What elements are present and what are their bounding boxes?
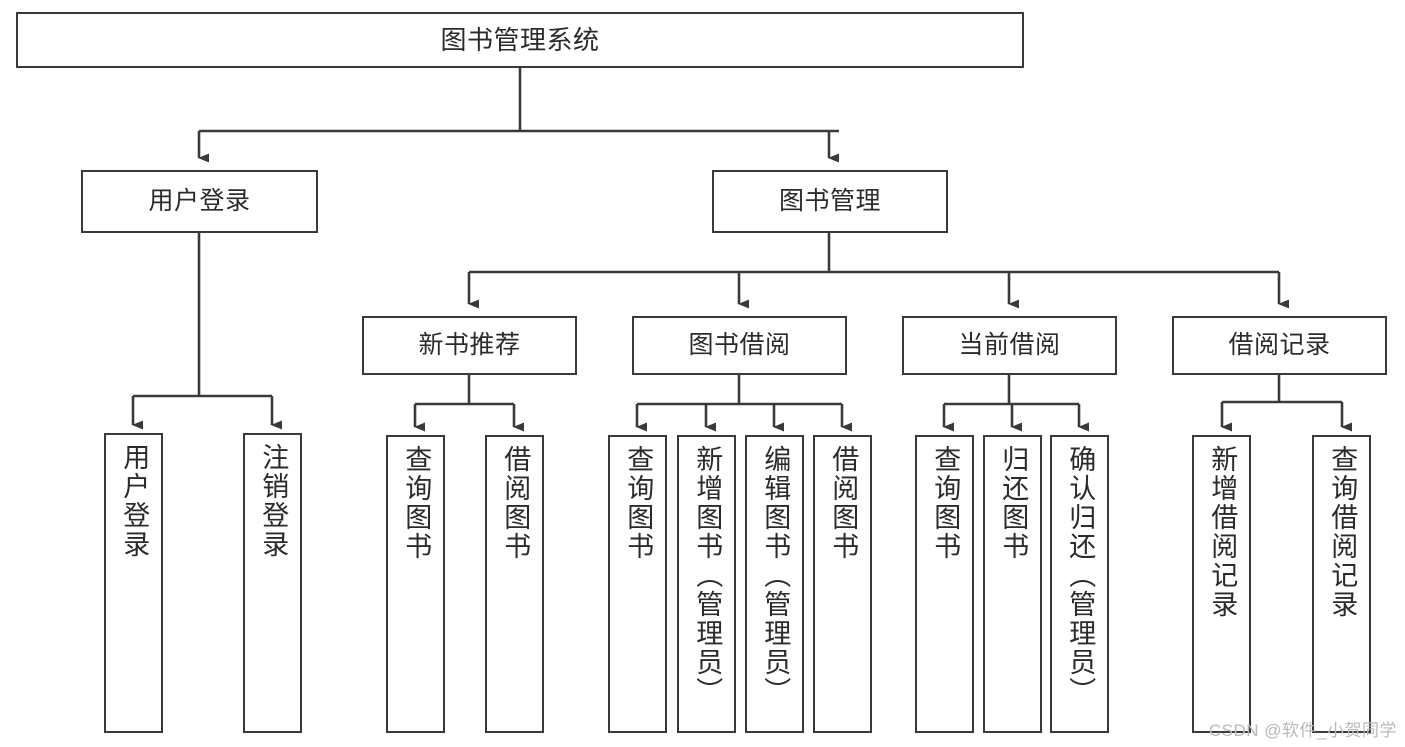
node-root[interactable]: 图书管理系统 — [16, 12, 1024, 68]
node-book-manage-label: 图书管理 — [778, 187, 881, 215]
node-current-borrow-label: 当前借阅 — [958, 331, 1061, 359]
node-borrow-record[interactable]: 借阅记录 — [1172, 316, 1387, 375]
node-book-manage[interactable]: 图书管理 — [712, 170, 948, 233]
node-new-book-recommend-label: 新书推荐 — [418, 331, 521, 359]
node-borrow-record-label: 借阅记录 — [1228, 331, 1331, 359]
leaf-add-record-label: 新增借阅记录 — [1207, 445, 1238, 619]
leaf-query-book-2-label: 查询图书 — [623, 445, 654, 561]
node-user-login[interactable]: 用户登录 — [81, 170, 318, 233]
leaf-add-book[interactable]: 新增图书（管理员） — [677, 435, 736, 733]
leaf-query-record-label: 查询借阅记录 — [1327, 445, 1358, 619]
leaf-user-login[interactable]: 用户登录 — [104, 433, 163, 733]
leaf-borrow-book-1[interactable]: 借阅图书 — [485, 435, 544, 733]
leaf-confirm-return[interactable]: 确认归还（管理员） — [1050, 435, 1109, 733]
node-user-login-label: 用户登录 — [148, 187, 251, 215]
leaf-confirm-return-label: 确认归还（管理员） — [1065, 445, 1096, 706]
leaf-user-login-label: 用户登录 — [119, 443, 150, 559]
leaf-query-book-1-label: 查询图书 — [401, 445, 432, 561]
watermark: CSDN @软件_小贺同学 — [1208, 721, 1397, 740]
leaf-query-book-3-label: 查询图书 — [930, 445, 961, 561]
leaf-borrow-book-1-label: 借阅图书 — [500, 445, 531, 561]
leaf-return-book[interactable]: 归还图书 — [983, 435, 1042, 733]
node-book-borrow-label: 图书借阅 — [688, 331, 791, 359]
leaf-return-book-label: 归还图书 — [998, 445, 1029, 561]
leaf-query-book-3[interactable]: 查询图书 — [915, 435, 974, 733]
leaf-add-book-label: 新增图书（管理员） — [692, 445, 723, 706]
node-new-book-recommend[interactable]: 新书推荐 — [362, 316, 577, 375]
leaf-borrow-book-2[interactable]: 借阅图书 — [813, 435, 872, 733]
leaf-borrow-book-2-label: 借阅图书 — [828, 445, 859, 561]
leaf-query-book-2[interactable]: 查询图书 — [608, 435, 667, 733]
leaf-query-book-1[interactable]: 查询图书 — [386, 435, 445, 733]
leaf-user-logout[interactable]: 注销登录 — [243, 433, 302, 733]
leaf-edit-book[interactable]: 编辑图书（管理员） — [745, 435, 804, 733]
node-book-borrow[interactable]: 图书借阅 — [632, 316, 847, 375]
node-current-borrow[interactable]: 当前借阅 — [902, 316, 1117, 375]
node-root-label: 图书管理系统 — [440, 24, 600, 55]
leaf-edit-book-label: 编辑图书（管理员） — [760, 445, 791, 706]
leaf-user-logout-label: 注销登录 — [258, 443, 289, 559]
leaf-add-record[interactable]: 新增借阅记录 — [1192, 435, 1251, 733]
leaf-query-record[interactable]: 查询借阅记录 — [1312, 435, 1371, 733]
